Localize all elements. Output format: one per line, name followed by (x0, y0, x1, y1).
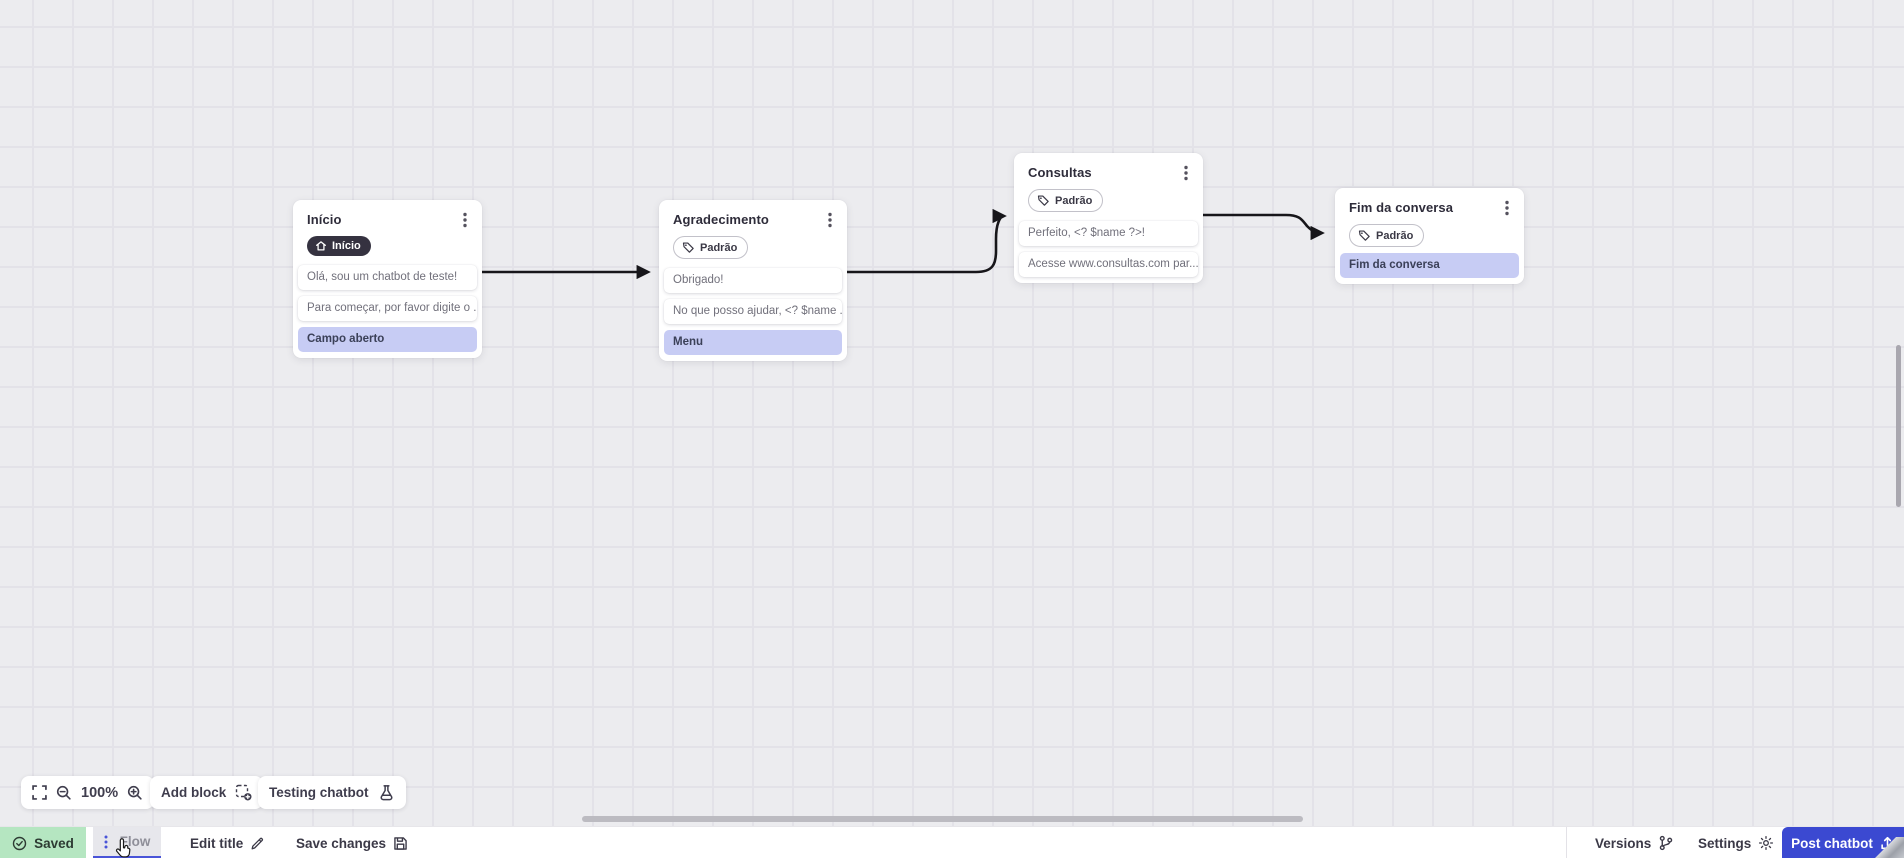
kebab-icon (828, 212, 832, 228)
tab-flow[interactable]: Flow (93, 827, 161, 858)
node-type-badge: Padrão (673, 236, 749, 259)
save-icon (393, 836, 408, 851)
post-chatbot-label: Post chatbot (1791, 835, 1873, 851)
action-row[interactable]: Fim da conversa (1340, 253, 1519, 278)
flow-node-fim-da-conversa[interactable]: Fim da conversa Padrão Fim da conversa (1335, 188, 1524, 284)
kebab-icon (104, 835, 108, 848)
save-changes-label: Save changes (296, 835, 387, 851)
flow-node-consultas[interactable]: Consultas Padrão Perfeito, <? $name ?>! … (1014, 153, 1203, 283)
badge-label: Padrão (1376, 229, 1414, 242)
flow-canvas[interactable]: Início Início Olá, sou um chatbot de tes… (0, 0, 1904, 826)
node-title: Agradecimento (673, 212, 769, 227)
kebab-icon (463, 212, 467, 228)
node-type-badge: Padrão (1028, 189, 1104, 212)
branch-icon (1658, 835, 1674, 851)
saved-status-badge: Saved (0, 827, 86, 858)
node-menu-button[interactable] (1182, 165, 1190, 181)
edit-title-button[interactable]: Edit title (190, 827, 265, 858)
tag-icon (1358, 229, 1371, 242)
settings-button[interactable]: Settings (1698, 827, 1774, 858)
save-changes-button[interactable]: Save changes (296, 827, 408, 858)
node-type-badge: Início (307, 236, 371, 256)
badge-label: Padrão (700, 241, 738, 254)
versions-label: Versions (1595, 835, 1652, 851)
fullscreen-icon (32, 785, 47, 800)
post-chatbot-button[interactable]: Post chatbot (1782, 827, 1904, 858)
zoom-out-button[interactable] (56, 785, 72, 801)
connector-layer (482, 208, 1325, 280)
statusbar-divider (1566, 827, 1567, 858)
node-title: Consultas (1028, 165, 1092, 180)
kebab-icon (1184, 165, 1188, 181)
action-row[interactable]: Menu (664, 330, 842, 355)
badge-label: Padrão (1055, 194, 1093, 207)
flow-node-inicio[interactable]: Início Início Olá, sou um chatbot de tes… (293, 200, 482, 358)
fullscreen-button[interactable] (32, 785, 47, 800)
versions-button[interactable]: Versions (1595, 827, 1674, 858)
add-block-label: Add block (161, 785, 227, 800)
badge-label: Início (332, 240, 361, 252)
saved-label: Saved (34, 835, 74, 851)
vertical-scrollbar[interactable] (1896, 345, 1901, 507)
action-row[interactable]: Campo aberto (298, 327, 477, 352)
zoom-out-icon (56, 785, 71, 800)
message-row[interactable]: Acesse www.consultas.com par... (1019, 252, 1198, 277)
kebab-icon (1505, 200, 1509, 216)
settings-label: Settings (1698, 835, 1752, 851)
message-row[interactable]: Olá, sou um chatbot de teste! (298, 265, 477, 290)
zoom-toolbar: 100% (21, 776, 155, 809)
horizontal-scrollbar[interactable] (582, 816, 1303, 822)
flow-node-agradecimento[interactable]: Agradecimento Padrão Obrigado! No que po… (659, 200, 847, 361)
pencil-icon (250, 836, 265, 851)
testing-chatbot-label: Testing chatbot (269, 785, 369, 800)
flask-icon (378, 784, 395, 801)
check-circle-icon (12, 836, 27, 851)
edit-title-label: Edit title (190, 835, 244, 851)
flow-tab-menu-button[interactable] (104, 835, 108, 849)
upload-icon (1880, 836, 1895, 851)
tag-icon (682, 241, 695, 254)
node-title: Fim da conversa (1349, 200, 1454, 215)
message-row[interactable]: Obrigado! (664, 268, 842, 293)
home-icon (315, 240, 327, 252)
node-menu-button[interactable] (461, 212, 469, 228)
testing-chatbot-button[interactable]: Testing chatbot (258, 776, 406, 809)
message-row[interactable]: No que posso ajudar, <? $name ... (664, 299, 842, 324)
gear-icon (1758, 835, 1774, 851)
zoom-in-icon (128, 785, 142, 800)
node-type-badge: Padrão (1349, 224, 1425, 247)
zoom-level: 100% (81, 784, 119, 801)
status-bar: Saved Flow Edit title Save changes Versi… (0, 826, 1904, 858)
connector-consultas-fim[interactable] (1202, 213, 1325, 241)
node-title: Início (307, 212, 342, 227)
message-row[interactable]: Para começar, por favor digite o ... (298, 296, 477, 321)
message-row[interactable]: Perfeito, <? $name ?>! (1019, 221, 1198, 246)
node-menu-button[interactable] (826, 212, 834, 228)
add-block-icon (235, 784, 252, 801)
connector-agradecimento-consultas[interactable] (847, 208, 1007, 274)
node-menu-button[interactable] (1503, 200, 1511, 216)
zoom-in-button[interactable] (127, 785, 143, 801)
tag-icon (1037, 194, 1050, 207)
add-block-button[interactable]: Add block (150, 776, 264, 809)
flow-tab-label: Flow (119, 834, 151, 849)
